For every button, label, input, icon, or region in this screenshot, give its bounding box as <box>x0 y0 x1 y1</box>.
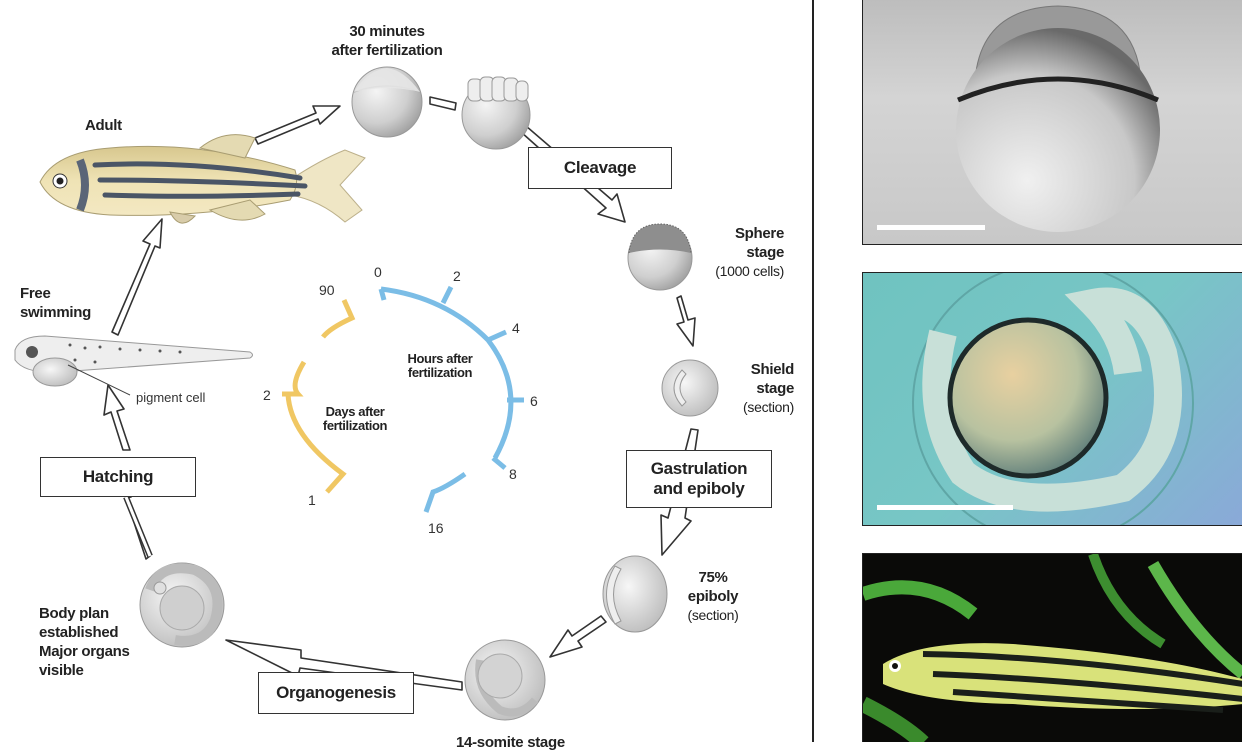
fertilized-egg-icon <box>351 66 423 138</box>
box-hatching: Hatching <box>40 457 196 497</box>
epiboly-75-embryo-icon <box>602 555 668 633</box>
days-arc-top <box>282 360 307 397</box>
epiboly-75-sub: (section) <box>687 607 739 623</box>
days-clock-title: Days after fertilization <box>322 404 388 433</box>
somite-embryo-photo-svg <box>877 273 1194 525</box>
adult-zebrafish-icon <box>39 134 366 224</box>
hours-clock <box>378 285 524 513</box>
label-body-plan: Body plan established Major organs visib… <box>39 605 130 679</box>
label-sphere-stage: Sphere stage (1000 cells) <box>700 224 784 281</box>
hour-tick-label-8: 8 <box>509 466 517 482</box>
hour-tick-label-0: 0 <box>374 264 382 280</box>
hour-tick-label-2: 2 <box>453 268 461 284</box>
hours-arc-late <box>423 471 467 513</box>
label-shield-stage: Shield stage (section) <box>720 360 794 417</box>
label-free-swimming: Free swimming <box>20 285 91 321</box>
hours-clock-title: Hours after fertilization <box>407 351 473 380</box>
larva-icon <box>14 335 253 396</box>
shield-stage-sub: (section) <box>743 399 794 415</box>
box-gastrulation: Gastrulation and epiboly <box>626 450 772 508</box>
arrow-sphere-to-shield <box>676 295 696 347</box>
hours-arc-tick-0 <box>378 288 387 301</box>
photo-adult-zebrafish <box>862 553 1242 742</box>
label-adult: Adult <box>85 117 122 134</box>
sphere-embryo-photo-svg <box>877 5 1160 232</box>
panel-divider <box>812 0 814 742</box>
day-tick-label-1: 1 <box>308 492 316 508</box>
box-organogenesis: Organogenesis <box>258 672 414 714</box>
days-arc-90 <box>321 298 356 339</box>
arrow-adult-to-egg <box>254 105 341 145</box>
hours-arc-tick-2 <box>440 285 454 305</box>
hour-tick-label-16: 16 <box>428 520 444 536</box>
sphere-stage-sub: (1000 cells) <box>715 263 784 279</box>
arrow-75-to-somite <box>549 615 607 658</box>
sphere-stage-title: Sphere stage <box>734 225 784 261</box>
arrow-hatching-to-free <box>103 384 131 451</box>
photo-somite-embryo <box>862 272 1242 526</box>
hours-arc-tick-4 <box>486 329 508 343</box>
shield-stage-embryo-icon <box>661 359 719 417</box>
adult-zebrafish-photo-svg <box>863 554 1242 742</box>
somite-14-embryo-icon <box>464 639 546 721</box>
label-fertilization: 30 minutes after fertilization <box>331 23 443 59</box>
day-tick-label-2: 2 <box>263 387 271 403</box>
hours-arc-tick-8 <box>491 456 507 470</box>
photo-sphere-embryo <box>862 0 1242 245</box>
shield-stage-title: Shield stage <box>750 361 795 397</box>
days-arc-main <box>285 393 347 494</box>
life-cycle-svg <box>14 66 719 721</box>
label-somite-stage: 14-somite stage <box>456 734 565 751</box>
hour-tick-label-6: 6 <box>530 393 538 409</box>
label-pigment-cell: pigment cell <box>136 390 206 405</box>
day-tick-label-90: 90 <box>319 282 335 298</box>
arrow-free-to-adult <box>111 218 163 336</box>
body-plan-embryo-icon <box>139 562 225 648</box>
cleavage-embryo-icon <box>461 76 531 150</box>
box-cleavage: Cleavage <box>528 147 672 189</box>
sphere-stage-embryo-icon <box>627 223 693 291</box>
label-75-epiboly: 75% epiboly (section) <box>678 568 748 625</box>
arrow-egg-to-cleavage <box>429 96 457 111</box>
hour-tick-label-4: 4 <box>512 320 520 336</box>
days-clock <box>282 298 356 494</box>
epiboly-75-title: 75% epiboly <box>687 569 739 605</box>
